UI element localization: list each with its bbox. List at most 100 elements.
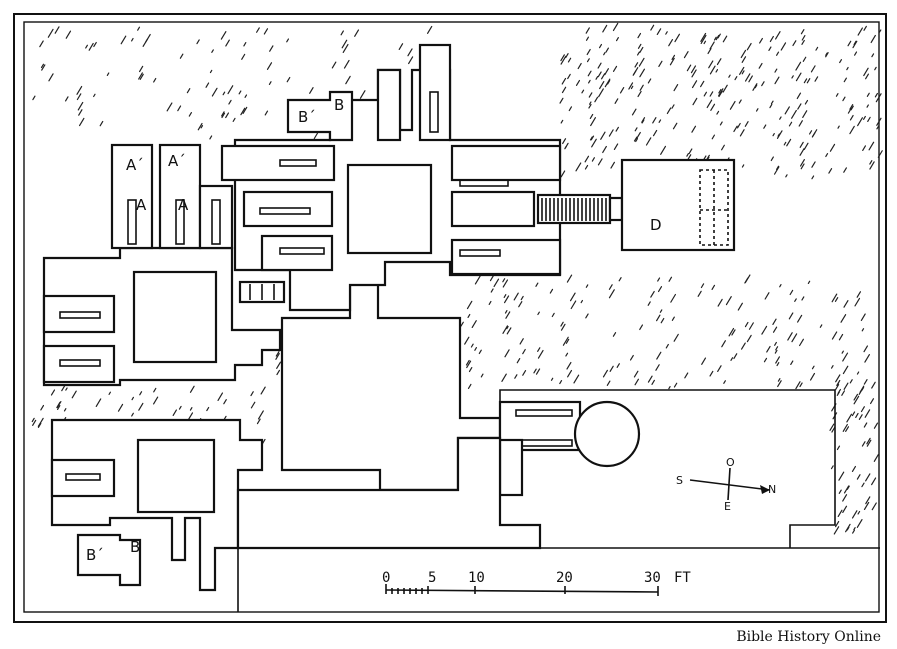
hatch-mark <box>266 62 273 70</box>
hatch-mark <box>741 56 747 63</box>
chamber-upper-left-1 <box>220 144 336 182</box>
hatch-mark <box>831 293 838 303</box>
scale-tick-0: 0 <box>382 570 390 586</box>
hatch-mark <box>32 95 36 101</box>
hatch-mark <box>673 333 679 342</box>
hatch-mark <box>533 368 537 374</box>
label-a-1: A <box>136 196 147 214</box>
hatch-mark <box>723 380 726 384</box>
hatch-mark <box>131 412 134 417</box>
hatch-mark <box>616 363 620 368</box>
hatch-mark <box>636 131 641 139</box>
hatch-mark <box>31 417 35 423</box>
hatch-mark <box>657 286 663 293</box>
hatch-mark <box>139 391 143 396</box>
hatch-mark <box>468 366 473 373</box>
side-chamber <box>498 438 524 497</box>
hatch-mark <box>847 40 852 47</box>
hatch-mark <box>561 77 567 85</box>
hatch-mark <box>276 361 282 369</box>
hatch-mark <box>639 68 646 78</box>
hatch-mark <box>564 145 567 150</box>
hatch-mark <box>814 76 819 82</box>
chamber-top-1 <box>376 68 402 142</box>
hatch-mark <box>755 108 759 112</box>
hatch-mark <box>842 365 849 375</box>
hatch-mark <box>56 401 62 409</box>
hatch-mark <box>809 130 813 135</box>
hatch-mark <box>717 298 723 307</box>
corridor-hatch <box>541 198 607 221</box>
hatch-mark <box>562 336 569 346</box>
hatch-mark <box>466 360 472 369</box>
hatch-mark <box>309 87 314 94</box>
hatch-mark <box>799 159 805 167</box>
hatch-mark <box>605 47 610 53</box>
hatch-mark <box>551 312 555 318</box>
label-a-prime-1: A´ <box>126 156 144 174</box>
outer-frame <box>13 13 887 623</box>
hatch-mark <box>761 81 765 87</box>
hatch-mark <box>868 141 875 151</box>
hatch-mark <box>630 85 634 90</box>
hatch-mark <box>480 373 484 378</box>
hatch-mark <box>589 101 592 105</box>
hatch-mark <box>614 98 619 104</box>
hatch-mark <box>608 284 613 290</box>
scale-unit: FT <box>674 570 691 586</box>
hatch-mark <box>729 100 736 110</box>
hatch-mark <box>585 27 590 34</box>
hatch-mark <box>684 372 689 379</box>
hatch-mark <box>810 65 816 73</box>
hatch-mark <box>250 401 256 409</box>
hatch-mark <box>589 113 594 120</box>
hatch-mark <box>861 328 865 332</box>
hatch-mark <box>744 121 749 127</box>
hatch-mark <box>763 357 768 363</box>
hatch-mark <box>209 135 213 140</box>
hatch-mark <box>856 474 861 480</box>
hatch-mark <box>746 334 752 343</box>
hatch-mark <box>866 92 870 97</box>
chamber-b-top <box>286 90 354 142</box>
hatch-mark <box>802 56 807 62</box>
hatch-mark <box>50 389 56 396</box>
hatch-mark <box>221 111 225 117</box>
hatch-mark <box>772 318 777 326</box>
hatch-mark <box>811 365 815 370</box>
shaft <box>573 400 641 468</box>
hatch-mark <box>846 66 849 71</box>
hatch-mark <box>843 382 849 390</box>
hatch-mark <box>618 277 622 282</box>
hatch-mark <box>744 73 751 82</box>
hatch-mark <box>707 47 712 55</box>
hatch-mark <box>865 73 870 80</box>
hatch-mark <box>873 422 879 429</box>
hatch-mark <box>706 99 713 109</box>
hatch-mark <box>863 67 869 77</box>
hatch-mark <box>602 24 608 33</box>
niche <box>175 199 185 245</box>
niche <box>259 207 311 215</box>
hatch-mark <box>665 343 669 349</box>
hatch-mark <box>398 43 404 50</box>
hatch-mark <box>758 62 763 69</box>
hatch-mark <box>825 153 829 158</box>
hatch-mark <box>619 86 625 94</box>
label-d: D <box>650 216 662 234</box>
hatch-mark <box>840 314 847 323</box>
hatch-mark <box>343 59 350 69</box>
hatch-mark <box>225 112 230 119</box>
hatch-mark <box>787 332 793 341</box>
hatch-mark <box>850 105 854 111</box>
hatch-mark <box>634 378 640 386</box>
hatch-mark <box>131 396 135 401</box>
niche <box>211 199 221 245</box>
hatch-mark <box>570 300 577 310</box>
chamber-a-prime-1 <box>110 143 154 250</box>
hatch-mark <box>858 414 863 420</box>
hatch-mark <box>852 529 856 534</box>
hatch-mark <box>506 325 509 330</box>
hatch-mark <box>836 445 841 451</box>
hatch-mark <box>847 107 853 114</box>
